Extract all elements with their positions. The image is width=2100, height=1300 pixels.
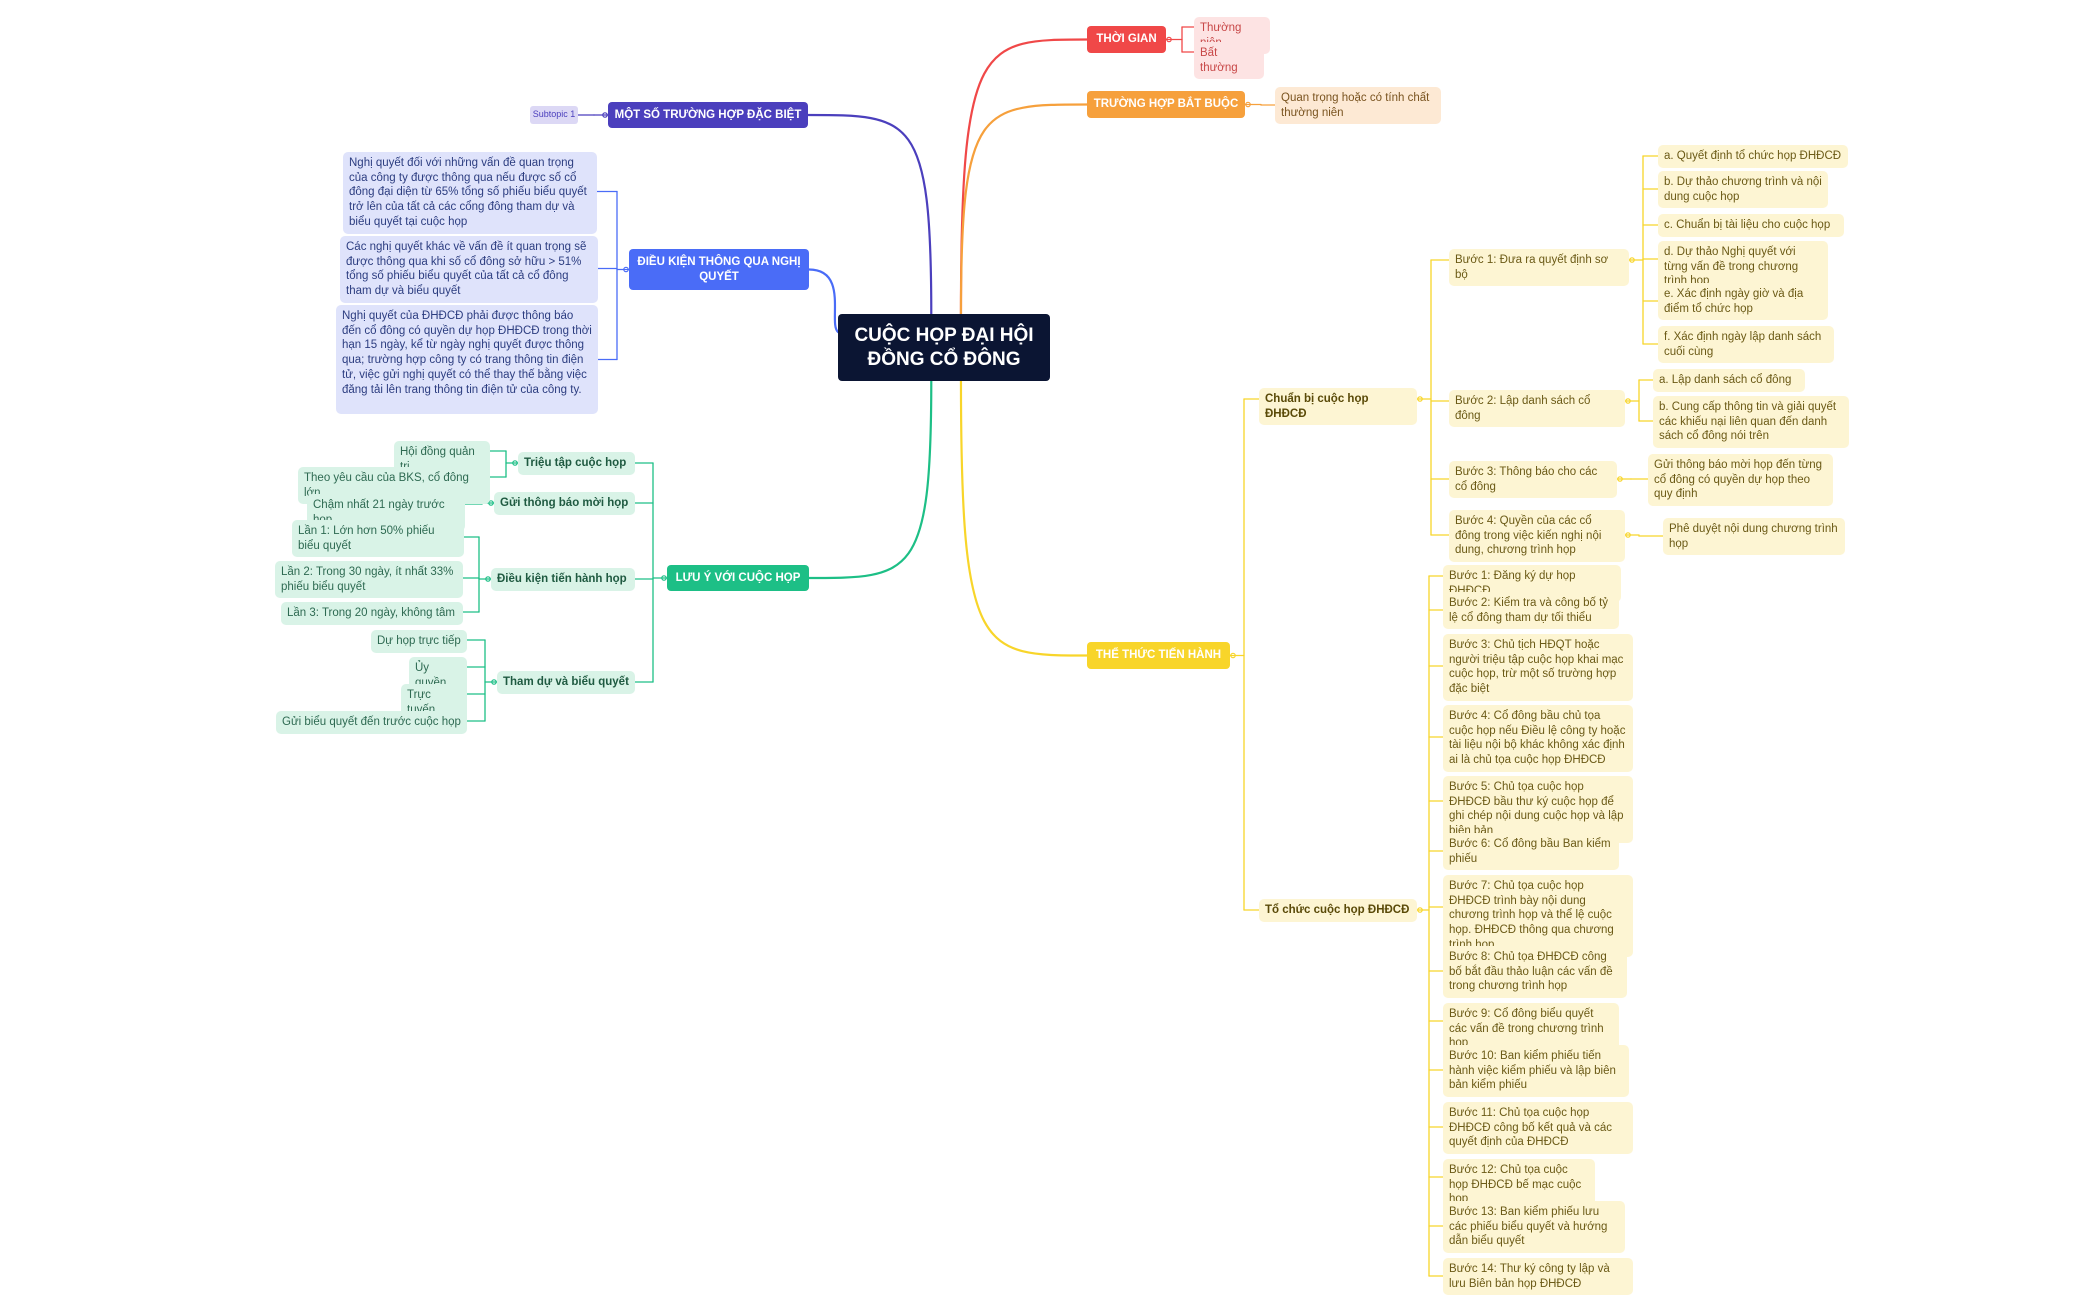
to-chuc-step[interactable]: Bước 10: Ban kiểm phiếu tiến hành việc k… bbox=[1443, 1045, 1629, 1098]
dieu-kien-item[interactable]: Nghị quyết của ĐHĐCĐ phải được thông báo… bbox=[336, 305, 598, 414]
to-chuc-step[interactable]: Bước 5: Chủ tọa cuộc họp ĐHĐCĐ bầu thư k… bbox=[1443, 776, 1633, 843]
connector-dot bbox=[602, 112, 608, 118]
branch-luu-y-voi-cuoc-hop[interactable]: LƯU Ý VỚI CUỘC HỌP bbox=[667, 565, 809, 591]
connector-dot bbox=[623, 266, 629, 273]
connector-dot bbox=[512, 460, 518, 466]
subtopic-node[interactable]: Subtopic 1 bbox=[530, 106, 578, 124]
connector-dot bbox=[1625, 532, 1631, 538]
tham-du-item[interactable]: Gửi biểu quyết đến trước cuộc họp bbox=[276, 711, 467, 734]
buoc-3-node[interactable]: Bước 3: Thông báo cho các cổ đông bbox=[1449, 461, 1617, 499]
buoc-1-item[interactable]: e. Xác định ngày giờ và địa điểm tổ chức… bbox=[1658, 283, 1828, 321]
connector-dot bbox=[1617, 476, 1623, 482]
branch-the-thuc-tien-hanh[interactable]: THỂ THỨC TIẾN HÀNH bbox=[1087, 642, 1230, 669]
connector-dot bbox=[485, 576, 491, 582]
branch-connector bbox=[959, 38, 1089, 316]
branch-connector bbox=[807, 268, 840, 334]
to-chuc-step[interactable]: Bước 4: Cổ đông bầu chủ tọa cuộc họp nếu… bbox=[1443, 705, 1633, 772]
dieu-kien-tien-hanh-item[interactable]: Lần 2: Trong 30 ngày, ít nhất 33% phiếu … bbox=[275, 561, 463, 599]
branch-dieu-kien-thong-qua-nghi-quyet[interactable]: ĐIỀU KIỆN THÔNG QUA NGHỊ QUYẾT bbox=[629, 249, 809, 290]
buoc-1-node[interactable]: Bước 1: Đưa ra quyết định sơ bộ bbox=[1449, 249, 1629, 287]
dieu-kien-item[interactable]: Nghị quyết đối với những vấn đề quan trọ… bbox=[343, 152, 597, 234]
to-chuc-cuoc-hop[interactable]: Tổ chức cuộc họp ĐHĐCĐ bbox=[1259, 899, 1417, 922]
buoc-4-item[interactable]: Phê duyệt nội dung chương trình họp bbox=[1663, 518, 1845, 556]
truong-hop-bat-buoc-item[interactable]: Quan trọng hoặc có tính chất thường niên bbox=[1275, 87, 1441, 125]
buoc-3-item[interactable]: Gửi thông báo mời họp đến từng cổ đông c… bbox=[1648, 454, 1833, 507]
connector-dot bbox=[1417, 396, 1423, 402]
root-topic[interactable]: CUỘC HỌP ĐẠI HỘI ĐỒNG CỔ ĐÔNG bbox=[838, 314, 1050, 381]
to-chuc-step[interactable]: Bước 9: Cổ đông biểu quyết các vấn đề tr… bbox=[1443, 1003, 1619, 1056]
to-chuc-step[interactable]: Bước 8: Chủ tọa ĐHĐCĐ công bố bắt đầu th… bbox=[1443, 946, 1627, 999]
branch-connector bbox=[959, 379, 1089, 657]
connector-dot bbox=[1625, 398, 1631, 404]
branch-connector bbox=[806, 113, 933, 316]
branch-connector bbox=[959, 103, 1089, 316]
branch-connector bbox=[807, 379, 933, 580]
branch-mot-so-truong-hop-dac-biet[interactable]: MỘT SỐ TRƯỜNG HỢP ĐẶC BIỆT bbox=[608, 102, 808, 128]
dieu-kien-tien-hanh-item[interactable]: Lần 3: Trong 20 ngày, không tâm bbox=[281, 602, 463, 625]
connector-dot bbox=[491, 679, 497, 685]
dieu-kien-item[interactable]: Các nghị quyết khác về vấn đề ít quan tr… bbox=[340, 236, 598, 303]
buoc-2-node[interactable]: Bước 2: Lập danh sách cổ đông bbox=[1449, 390, 1625, 428]
branch-truong-hop-bat-buoc[interactable]: TRƯỜNG HỢP BẮT BUỘC bbox=[1087, 91, 1245, 118]
buoc-1-item[interactable]: f. Xác định ngày lập danh sách cuối cùng bbox=[1658, 326, 1834, 364]
to-chuc-step[interactable]: Bước 14: Thư ký công ty lập và lưu Biên … bbox=[1443, 1258, 1633, 1296]
tham-du-va-bieu-quyet[interactable]: Tham dự và biểu quyết bbox=[497, 671, 635, 694]
buoc-2-item[interactable]: a. Lập danh sách cổ đông bbox=[1653, 369, 1805, 392]
to-chuc-step[interactable]: Bước 6: Cổ đông bầu Ban kiểm phiếu bbox=[1443, 833, 1619, 871]
tham-du-item[interactable]: Dự họp trực tiếp bbox=[371, 630, 467, 653]
gui-thong-bao-moi-hop[interactable]: Gửi thông báo mời họp bbox=[494, 492, 635, 515]
connector-dot bbox=[1230, 652, 1236, 659]
branch-thoi-gian[interactable]: THỜI GIAN bbox=[1087, 26, 1166, 53]
buoc-2-item[interactable]: b. Cung cấp thông tin và giải quyết các … bbox=[1653, 396, 1849, 449]
connector-dot bbox=[661, 575, 667, 581]
dieu-kien-tien-hanh-hop[interactable]: Điều kiện tiến hành họp bbox=[491, 568, 635, 591]
connector-dot bbox=[1166, 36, 1172, 43]
to-chuc-step[interactable]: Bước 3: Chủ tịch HĐQT hoặc người triệu t… bbox=[1443, 634, 1633, 701]
connector-dot bbox=[488, 500, 494, 506]
dieu-kien-tien-hanh-item[interactable]: Lần 1: Lớn hơn 50% phiếu biểu quyết bbox=[292, 520, 464, 558]
connector-dot bbox=[1417, 907, 1423, 913]
to-chuc-step[interactable]: Bước 11: Chủ tọa cuộc họp ĐHĐCĐ công bố … bbox=[1443, 1102, 1633, 1155]
buoc-1-item[interactable]: a. Quyết định tổ chức họp ĐHĐCĐ bbox=[1658, 145, 1848, 168]
buoc-4-node[interactable]: Bước 4: Quyền của các cổ đông trong việc… bbox=[1449, 510, 1625, 563]
thoi-gian-item[interactable]: Bất thường bbox=[1194, 42, 1264, 80]
to-chuc-step[interactable]: Bước 2: Kiểm tra và công bố tỷ lệ cổ đôn… bbox=[1443, 592, 1619, 630]
chuan-bi-cuoc-hop[interactable]: Chuẩn bị cuộc họp ĐHĐCĐ bbox=[1259, 388, 1417, 426]
connector-dot bbox=[1245, 101, 1251, 108]
buoc-1-item[interactable]: b. Dự thảo chương trình và nội dung cuộc… bbox=[1658, 171, 1828, 209]
trieu-tap-cuoc-hop[interactable]: Triệu tập cuộc họp bbox=[518, 452, 635, 475]
connector-dot bbox=[1629, 257, 1635, 263]
to-chuc-step[interactable]: Bước 7: Chủ tọa cuộc họp ĐHĐCĐ trình bày… bbox=[1443, 875, 1633, 957]
to-chuc-step[interactable]: Bước 13: Ban kiểm phiếu lưu các phiếu bi… bbox=[1443, 1201, 1625, 1254]
buoc-1-item[interactable]: c. Chuẩn bị tài liệu cho cuộc họp bbox=[1658, 214, 1844, 237]
